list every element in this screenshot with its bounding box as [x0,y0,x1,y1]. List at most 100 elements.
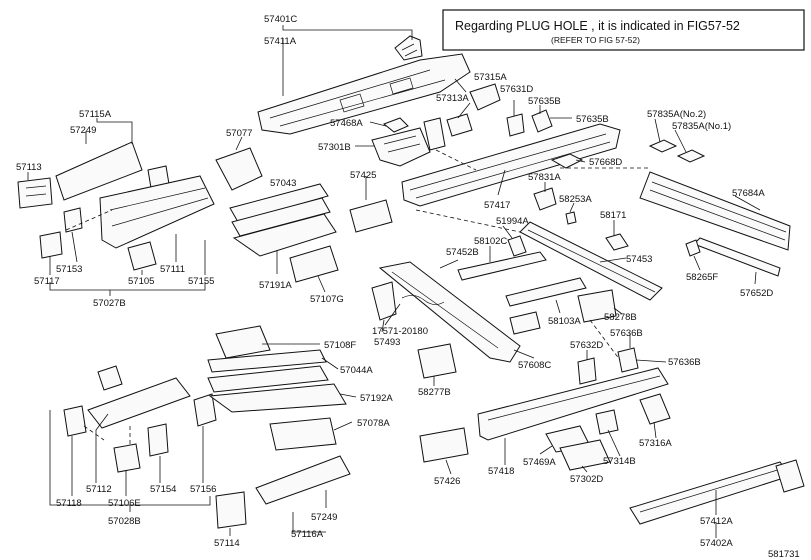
part-57043-member-group [215,147,393,283]
label-57314B: 57314B [603,456,636,467]
part-57114 [215,491,247,529]
part-58253A [565,211,577,225]
part-57314B [595,409,619,435]
part-labels: 57401C 57411A 57315A 57313A 57631D 57635… [16,14,800,560]
part-57402A [775,459,805,493]
part-51994A [507,235,527,257]
part-57044A-member-group [207,325,347,451]
label-57417: 57417 [484,200,510,211]
part-58265F [685,239,701,257]
label-58103A: 58103A [548,316,581,327]
label-57154: 57154 [150,484,176,495]
label-57107G: 57107G [310,294,344,305]
label-57835A-no2: 57835A(No.2) [647,109,706,120]
label-57113: 57113 [16,162,42,173]
label-57106E: 57106E [108,498,141,509]
label-57835A-no1: 57835A(No.1) [672,121,731,132]
label-57116A: 57116A [291,529,324,540]
label-57411A: 57411A [264,36,297,47]
part-58171 [605,233,629,251]
label-57401C: 57401C [264,14,297,25]
part-57418-member [477,367,669,441]
label-57469A: 57469A [523,457,556,468]
label-57044A: 57044A [340,365,373,376]
figure-id: 581731 [768,549,800,560]
part-57411A-upper-member [257,35,471,135]
part-57028B-group [63,365,217,473]
part-57301B-bracket [371,117,446,167]
part-57835A-brackets [648,139,706,163]
part-57632D [577,357,597,385]
part-57315A-bracket [446,83,553,137]
part-57668D [550,153,584,169]
label-57115A: 57115A [79,109,112,120]
label-57468A: 57468A [330,118,363,129]
label-57452B: 57452B [446,247,479,258]
label-51994A: 51994A [496,216,529,227]
label-58265F: 58265F [686,272,718,283]
label-57668D: 57668D [589,157,622,168]
label-57191A: 57191A [259,280,292,291]
label-58278B: 58278B [604,312,637,323]
label-57155: 57155 [188,276,214,287]
part-58102C-member [457,251,617,335]
part-58277B [417,343,457,379]
label-57078A: 57078A [357,418,390,429]
label-57028B: 57028B [108,516,141,527]
label-57156: 57156 [190,484,216,495]
label-57608C: 57608C [518,360,551,371]
part-57116A [255,455,351,505]
label-57631D: 57631D [500,84,533,95]
label-57192A: 57192A [360,393,393,404]
part-57493 [371,281,397,321]
label-57111: 57111 [160,264,185,275]
dashed-alignment-lines [65,149,650,446]
label-57635B-2: 57635B [576,114,609,125]
label-57652D: 57652D [740,288,773,299]
label-58171: 58171 [600,210,626,221]
label-57636B-1: 57636B [610,328,643,339]
label-57635B-1: 57635B [528,96,561,107]
label-57117: 57117 [34,276,60,287]
part-57426 [419,427,469,463]
label-57453: 57453 [626,254,652,265]
note-line-1: Regarding PLUG HOLE , it is indicated in… [455,19,740,33]
note-line-2: (REFER TO FIG 57-52) [551,35,640,45]
label-57301B: 57301B [318,142,351,153]
label-57493: 57493 [374,337,400,348]
label-57249-2: 57249 [311,512,337,523]
part-57452B-member [378,261,521,363]
label-57249-1: 57249 [70,125,96,136]
label-57315A: 57315A [474,72,507,83]
label-57118: 57118 [56,498,82,509]
label-57684A: 57684A [732,188,765,199]
part-57684A-floor-member [639,171,791,251]
part-57453-cross-member [519,221,663,301]
part-57302D [559,439,611,471]
part-57412A-member [629,461,791,525]
label-57632D: 57632D [570,340,603,351]
part-57115A-group [17,141,215,271]
label-17571-20180: 17571-20180 [372,326,428,337]
label-57418: 57418 [488,466,514,477]
label-58102C: 58102C [474,236,507,247]
label-57043: 57043 [270,178,296,189]
label-57313A: 57313A [436,93,469,104]
part-drawings [17,35,805,529]
part-57316A [639,393,671,425]
label-57112: 57112 [86,484,112,495]
label-57316A: 57316A [639,438,672,449]
label-57426: 57426 [434,476,460,487]
part-57636B [617,347,639,373]
label-57402A: 57402A [700,538,733,549]
part-57831A [533,187,557,211]
label-58277B: 58277B [418,387,451,398]
label-57114: 57114 [214,538,240,549]
plug-hole-note: Regarding PLUG HOLE , it is indicated in… [442,9,805,51]
label-57636B-2: 57636B [668,357,701,368]
part-57652D-lower-member [693,237,781,277]
label-57027B: 57027B [93,298,126,309]
label-58253A: 58253A [559,194,592,205]
label-57108F: 57108F [324,340,356,351]
